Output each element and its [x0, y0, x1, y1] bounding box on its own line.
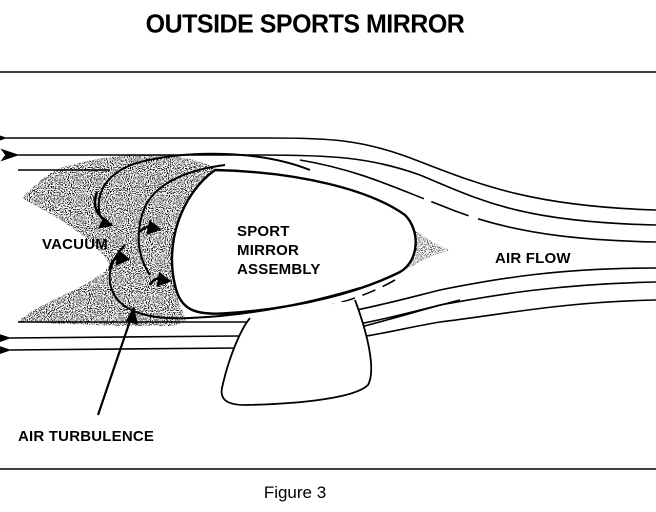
mirror-label-line-2: MIRROR: [237, 242, 300, 259]
vacuum-label: VACUUM: [42, 236, 108, 253]
mirror-label-line-1: SPORT: [237, 223, 290, 240]
figure-title: OUTSIDE SPORTS MIRROR: [145, 9, 465, 39]
outer-shroud-bottom: [108, 244, 361, 320]
air-flow-label: AIR FLOW: [495, 250, 571, 267]
figure-caption: Figure 3: [263, 483, 327, 502]
outer-shroud-top: [97, 152, 311, 216]
outer-shroud-inner: [137, 164, 226, 276]
upper-streamlines: [0, 131, 656, 243]
air-turbulence-pointer-head: [126, 306, 138, 325]
turbulence-swirls: [93, 191, 172, 287]
mirror-label: SPORT MIRROR ASSEMBLY: [237, 222, 321, 279]
air-turbulence-pointer: [96, 317, 133, 416]
mirror-mount-foot: [220, 299, 373, 406]
mirror-label-line-3: ASSEMBLY: [237, 261, 321, 278]
air-turbulence-label: AIR TURBULENCE: [18, 428, 155, 445]
